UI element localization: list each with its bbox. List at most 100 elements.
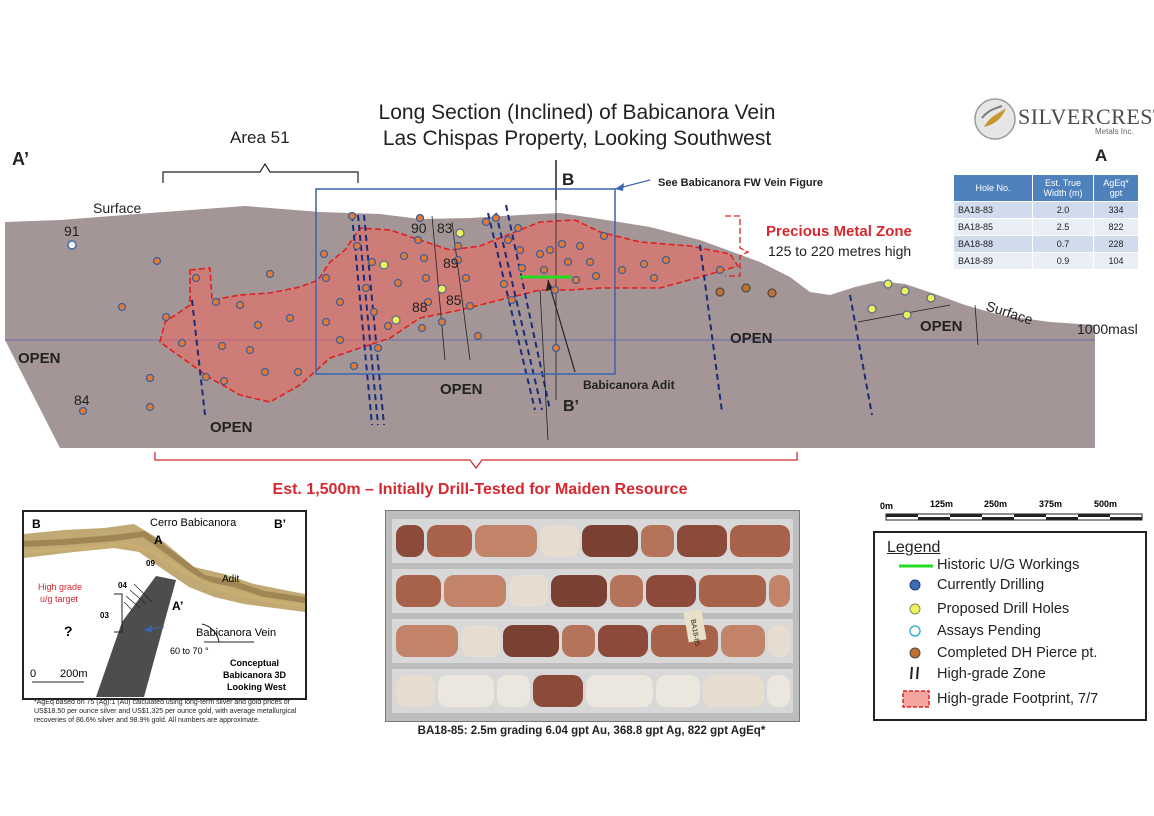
resource-bracket xyxy=(154,452,798,470)
inset-label-03: 03 xyxy=(100,611,109,620)
pierce-point xyxy=(399,251,409,261)
pierce-point xyxy=(285,313,295,323)
historic-pierce-point xyxy=(715,287,725,297)
pierce-point xyxy=(545,245,555,255)
core-piece xyxy=(396,525,424,557)
assay-pending-hole-91 xyxy=(67,240,77,250)
inset-label-scale-0: 0 xyxy=(30,668,36,680)
pierce-point xyxy=(539,265,549,275)
core-piece xyxy=(586,675,653,707)
table-cell: 104 xyxy=(1093,252,1139,270)
high-grade-footprint xyxy=(159,219,740,403)
inset-label-a: A xyxy=(154,533,163,547)
core-piece xyxy=(641,525,674,557)
babicanora-3d-inset: B B’ Cerro Babicanora A A’ Adit High gra… xyxy=(22,510,307,700)
core-piece xyxy=(769,575,790,607)
pierce-point xyxy=(78,406,88,416)
core-piece xyxy=(699,575,766,607)
assays-pending-icon xyxy=(909,625,921,637)
pierce-point xyxy=(367,257,377,267)
legend-item-high-grade-zone: High-grade Zone xyxy=(937,666,1046,682)
core-piece xyxy=(730,525,790,557)
pierce-point xyxy=(585,257,595,267)
core-piece xyxy=(582,525,638,557)
pierce-point xyxy=(417,323,427,333)
assay-table: Hole No. Est. True Width (m) AgEq* gpt B… xyxy=(953,174,1139,270)
legend-item-currently-drilling: Currently Drilling xyxy=(937,577,1045,593)
silvercrest-logo-icon xyxy=(974,98,1016,140)
pierce-point xyxy=(219,376,229,386)
legend-symbols xyxy=(899,564,933,708)
label-hole: 83 xyxy=(437,220,453,236)
pierce-point xyxy=(550,285,560,295)
inset-label-b: B xyxy=(32,517,41,531)
pierce-point xyxy=(491,213,501,223)
pierce-point xyxy=(437,317,447,327)
pierce-point xyxy=(117,302,127,312)
core-piece xyxy=(461,625,500,657)
pierce-point xyxy=(361,283,371,293)
core-piece xyxy=(703,675,764,707)
pierce-point xyxy=(575,241,585,251)
label-pmz-sub: 125 to 220 metres high xyxy=(768,243,911,259)
pierce-point xyxy=(373,343,383,353)
core-piece xyxy=(610,575,643,607)
drill-pierce-points xyxy=(78,211,725,416)
pierce-point xyxy=(152,256,162,266)
label-open: OPEN xyxy=(730,330,773,347)
label-a-prime: A’ xyxy=(12,149,29,169)
pierce-point xyxy=(661,255,671,265)
ageq-footnote: *AgEq based on 75 (Ag):1 (Au) calculated… xyxy=(34,699,297,724)
scale-bar: 0m 125m 250m 375m 500m xyxy=(880,499,1143,521)
pierce-point xyxy=(461,273,471,283)
pierce-point xyxy=(503,235,513,245)
pierce-point xyxy=(413,235,423,245)
inset-label-angle: 60 to 70 ° xyxy=(170,646,209,656)
pierce-point xyxy=(535,249,545,259)
core-piece xyxy=(475,525,537,557)
pierce-point xyxy=(177,338,187,348)
pierce-point xyxy=(335,297,345,307)
legend-title: Legend xyxy=(887,539,941,556)
structures xyxy=(191,204,873,426)
table-row: BA18-89 0.9 104 xyxy=(953,252,1139,270)
pierce-point xyxy=(551,343,561,353)
logo-subtitle: Metals Inc. xyxy=(1095,127,1134,136)
inset-label-scale-200: 200m xyxy=(60,668,88,680)
label-adit: Babicanora Adit xyxy=(583,378,675,392)
pierce-point xyxy=(217,341,227,351)
label-1000masl: 1000masl xyxy=(1077,321,1138,337)
table-cell: BA18-89 xyxy=(953,252,1033,270)
proposed-hole xyxy=(391,315,401,325)
pmz-bracket xyxy=(725,215,750,277)
inset-label-high-grade: High grade xyxy=(38,582,82,592)
label-open: OPEN xyxy=(440,381,483,398)
proposed-hole xyxy=(902,310,912,320)
proposed-hole xyxy=(437,284,447,294)
section-title: Long Section (Inclined) of Babicanora Ve… xyxy=(0,100,1154,152)
table-cell: BA18-83 xyxy=(953,201,1033,219)
scale-tick: 500m xyxy=(1094,499,1117,509)
pierce-point xyxy=(245,345,255,355)
core-piece xyxy=(598,625,648,657)
pierce-point xyxy=(319,249,329,259)
label-pmz-title: Precious Metal Zone xyxy=(766,223,912,240)
currently-drilling-icon xyxy=(909,579,921,591)
table-header-ageq: AgEq* gpt xyxy=(1093,174,1139,202)
proposed-drill-hole-icon xyxy=(909,603,921,615)
resource-caption: Est. 1,500m – Initially Drill-Tested for… xyxy=(272,481,688,498)
label-b: B xyxy=(562,170,574,189)
pierce-point xyxy=(421,273,431,283)
completed-pierce-icon xyxy=(909,647,921,659)
proposed-hole xyxy=(900,286,910,296)
pierce-point xyxy=(161,312,171,322)
pierce-point xyxy=(481,217,491,227)
pierce-point xyxy=(145,373,155,383)
proposed-hole xyxy=(926,293,936,303)
core-photo-drawing: BA18-85 xyxy=(386,511,799,721)
inset-label-b-prime: B’ xyxy=(274,517,286,531)
core-box-photo: BA18-85 xyxy=(385,510,800,722)
core-piece xyxy=(503,625,559,657)
legend-item-high-grade-footprint: High-grade Footprint, 7/7 xyxy=(937,691,1099,707)
pierce-point xyxy=(201,372,211,382)
